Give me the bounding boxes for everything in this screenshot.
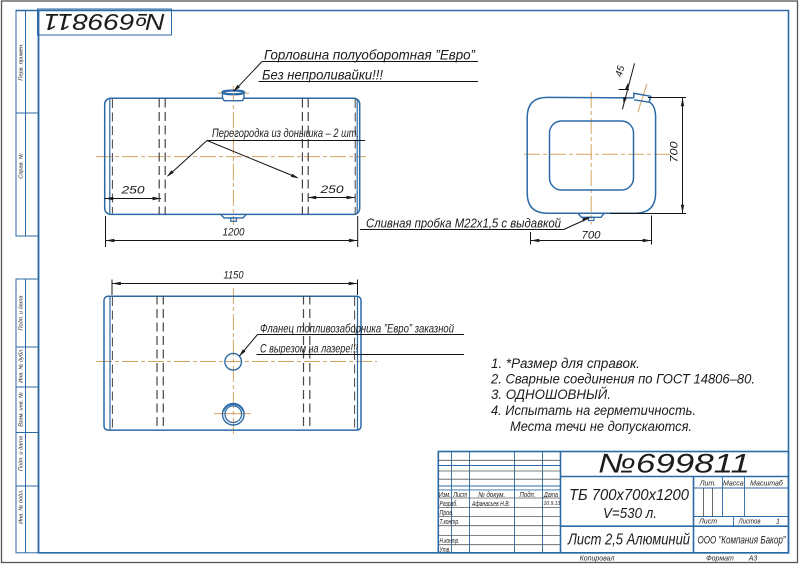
svg-text:Афанасьев Н.В.: Афанасьев Н.В. [471,499,510,508]
svg-text:Утв.: Утв. [439,545,451,554]
svg-text:Лист: Лист [698,519,717,526]
svg-text:250: 250 [319,184,344,196]
svg-text:Н.контр.: Н.контр. [440,536,460,545]
svg-text:Лист: Лист [453,490,468,499]
svg-text:Копировал: Копировал [580,556,615,563]
svg-text:250: 250 [120,185,145,197]
svg-text:Т.контр.: Т.контр. [440,517,460,526]
svg-text:Инв. № дубл.: Инв. № дубл. [19,348,25,382]
svg-text:Масса: Масса [723,481,744,488]
svg-text:Подп. и дата: Подп. и дата [19,295,25,330]
svg-text:Лист 2,5 Алюминий: Лист 2,5 Алюминий [567,532,690,549]
svg-text:Горловина полуоборотная ”Евро”: Горловина полуоборотная ”Евро” [264,48,475,63]
svg-text:Изм.: Изм. [439,490,451,499]
svg-text:Места течи не допускаются.: Места течи не допускаются. [510,419,692,434]
svg-text:Разраб.: Разраб. [440,499,458,508]
svg-text:№ докум.: № докум. [478,490,505,499]
svg-text:Пров.: Пров. [440,508,454,517]
svg-text:1. *Размер для справок.: 1. *Размер для справок. [491,356,640,371]
svg-text:Сливная пробка М22х1,5 с выдав: Сливная пробка М22х1,5 с выдавкой [366,216,561,231]
svg-text:№699811: №699811 [598,449,750,479]
svg-text:Масштаб: Масштаб [750,480,784,488]
svg-text:№699811: №699811 [44,9,166,35]
svg-text:ООО ”Компания Бакор”: ООО ”Компания Бакор” [698,535,787,547]
svg-text:2. Сварные соединения по ГОСТ: 2. Сварные соединения по ГОСТ 14806–80. [490,372,755,387]
svg-text:Лит.: Лит. [699,481,716,488]
svg-text:С вырезом на лазере!!!: С вырезом на лазере!!! [260,341,358,355]
svg-text:Взам. инв. №: Взам. инв. № [19,392,25,427]
svg-text:1: 1 [776,519,780,526]
svg-text:3. ОДНОШОВНЫЙ.: 3. ОДНОШОВНЫЙ. [491,386,611,402]
svg-text:4. Испытать на герметичность.: 4. Испытать на герметичность. [491,403,696,418]
svg-text:Перв. примен.: Перв. примен. [19,43,25,80]
svg-text:ТБ 700х700х1200: ТБ 700х700х1200 [569,487,689,504]
svg-text:А3: А3 [748,556,758,563]
svg-text:Фланец топливозаборника ”Евро”: Фланец топливозаборника ”Евро” заказной [260,322,454,336]
svg-text:Формат: Формат [706,556,734,563]
svg-text:700: 700 [669,140,681,162]
svg-text:Листов: Листов [738,519,761,526]
svg-text:1200: 1200 [223,227,246,239]
svg-text:10.9.13: 10.9.13 [544,501,561,507]
svg-text:Дата: Дата [543,490,558,499]
svg-text:Инв. № подл.: Инв. № подл. [19,489,25,524]
svg-text:Справ. №: Справ. № [19,153,25,178]
svg-text:45: 45 [614,64,628,78]
svg-text:Подп. и дата: Подп. и дата [19,436,25,471]
svg-text:Перегородка из донышка – 2 шт.: Перегородка из донышка – 2 шт. [212,126,359,140]
svg-text:Без непроливайки!!!: Без непроливайки!!! [262,68,383,83]
svg-text:700: 700 [582,230,602,242]
svg-text:V=530 л.: V=530 л. [603,506,657,522]
svg-text:Подп.: Подп. [520,490,536,499]
svg-text:1150: 1150 [224,270,245,282]
